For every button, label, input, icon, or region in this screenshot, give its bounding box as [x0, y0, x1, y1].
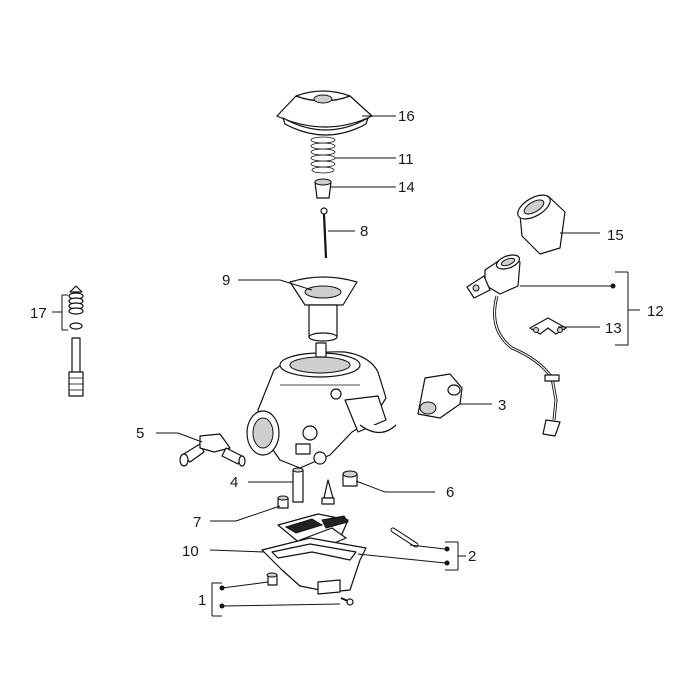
- callout-4: 4: [230, 474, 238, 491]
- part-12-choke-sensor: [466, 254, 561, 437]
- callout-8: 8: [360, 223, 368, 240]
- float-pin: [390, 527, 419, 548]
- part-13-clip: [529, 317, 567, 335]
- part-5-elbow-fitting: [179, 433, 246, 467]
- part-4-jet-holder: [292, 467, 304, 503]
- callout-9: 9: [222, 272, 230, 289]
- carburetor-body: [246, 342, 397, 469]
- callout-14: 14: [398, 179, 415, 196]
- callout-2: 2: [468, 548, 476, 565]
- callout-13: 13: [605, 320, 622, 337]
- part-9-diaphragm-slide: [289, 276, 358, 342]
- callout-7: 7: [193, 514, 201, 531]
- callout-15: 15: [607, 227, 624, 244]
- callout-12: 12: [647, 303, 664, 320]
- bracket-17: [52, 294, 68, 331]
- callout-16: 16: [398, 108, 415, 125]
- part-7-pilot-jet: [277, 495, 289, 509]
- part-8-jet-needle: [320, 207, 328, 259]
- callout-1: 1: [198, 592, 206, 609]
- float-needle-valve: [321, 479, 335, 505]
- leader-lines: [156, 115, 640, 617]
- bowl-screw: [340, 597, 354, 606]
- part-17-idle-screw-set: [68, 285, 84, 397]
- part-11-spring: [310, 136, 336, 174]
- callout-10: 10: [182, 543, 199, 560]
- float-assembly: [277, 513, 349, 551]
- bracket-dots: [219, 283, 616, 609]
- part-15-rubber-boot: [517, 194, 566, 255]
- callout-5: 5: [136, 425, 144, 442]
- callout-17: 17: [30, 305, 47, 322]
- drain-screw: [266, 572, 278, 586]
- part-14-needle-retainer: [314, 178, 332, 199]
- callout-3: 3: [498, 397, 506, 414]
- part-6-main-jet: [342, 470, 358, 487]
- callout-labels: 16 11 14 8 9 15 12 13 17 3 5 4 6 7 10 2 …: [30, 108, 664, 609]
- part-3-auto-choke: [417, 373, 463, 419]
- part-16-vacuum-cover: [276, 90, 373, 136]
- callout-6: 6: [446, 484, 454, 501]
- callout-11: 11: [398, 151, 414, 168]
- part-10-float-bowl: [261, 537, 367, 595]
